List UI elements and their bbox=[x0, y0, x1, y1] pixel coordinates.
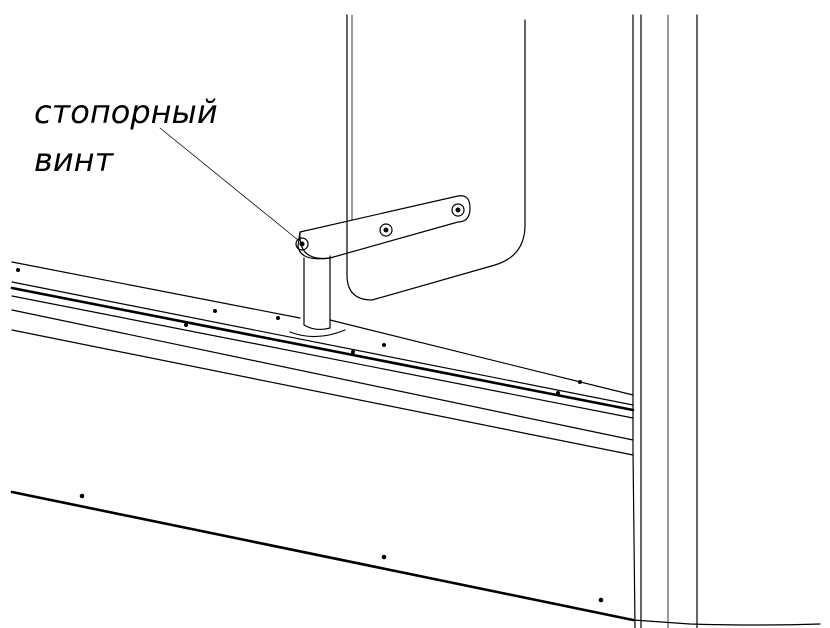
upper-rail bbox=[10, 261, 635, 456]
lower-skirt bbox=[10, 490, 821, 626]
vertical-post bbox=[632, 14, 698, 628]
arm-bar bbox=[295, 195, 471, 260]
door-panel bbox=[346, 14, 526, 301]
rail-screws bbox=[16, 268, 604, 603]
callout-label-line-1: стопорный bbox=[34, 93, 218, 131]
callout-label-line-2: винт bbox=[34, 141, 114, 179]
locking-post bbox=[289, 255, 346, 338]
callout-leader-line bbox=[159, 127, 299, 241]
